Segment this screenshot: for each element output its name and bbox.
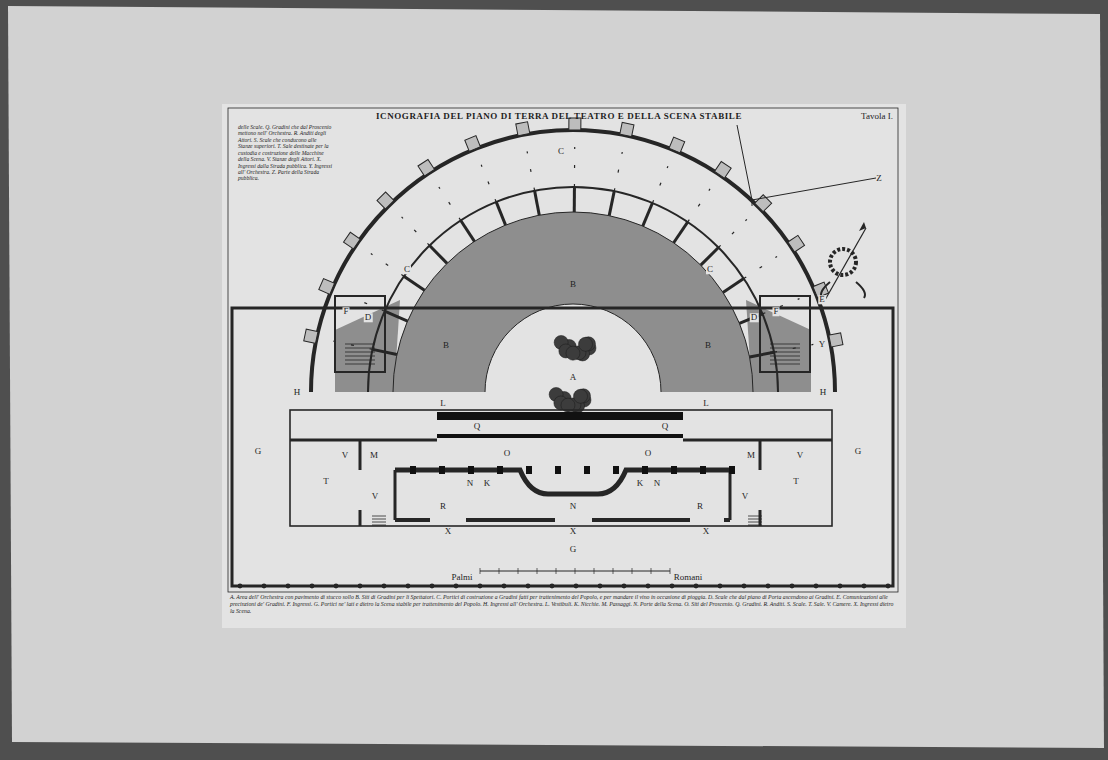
plan-letter: C	[706, 265, 714, 274]
plate-title: ICNOGRAFIA DEL PIANO DI TERRA DEL TEATRO…	[376, 112, 742, 121]
plan-letter: E	[818, 295, 826, 304]
plan-letter: L	[702, 399, 710, 408]
legend-caption: A. Area dell' Orchestra con pavimento di…	[230, 594, 898, 615]
plan-letter: H	[819, 388, 828, 397]
plan-letter: Tavola I.	[860, 112, 894, 121]
plan-letter: F	[342, 307, 349, 316]
plan-letter: Romani	[673, 573, 704, 582]
plan-letter: Y	[818, 340, 827, 349]
plan-letter: M	[746, 451, 756, 460]
plan-letter: G	[569, 545, 578, 554]
plan-letter: D	[750, 313, 759, 322]
plan-letter: T	[322, 477, 330, 486]
plan-letter: D	[364, 313, 373, 322]
paper-sheet	[8, 6, 1104, 748]
plan-letter: X	[569, 527, 578, 536]
plan-letter: N	[466, 479, 475, 488]
plan-letter: G	[254, 447, 263, 456]
plan-letter: V	[371, 492, 380, 501]
plan-letter: V	[341, 451, 350, 460]
plan-letter: Z	[875, 174, 883, 183]
plan-letter: R	[439, 502, 447, 511]
plan-letter: N	[653, 479, 662, 488]
plan-letter: A	[569, 373, 578, 382]
plan-letter: B	[442, 341, 450, 350]
plan-letter: C	[557, 147, 565, 156]
plan-letter: Palmi	[450, 573, 473, 582]
plan-letter: Q	[661, 422, 670, 431]
plate-area	[222, 104, 906, 628]
plan-letter: F	[772, 307, 779, 316]
plan-letter: O	[644, 449, 653, 458]
plan-letter: V	[741, 492, 750, 501]
plate-frame	[228, 108, 898, 592]
plan-letter: R	[696, 502, 704, 511]
plan-letter: X	[702, 527, 711, 536]
plan-letter: C	[403, 265, 411, 274]
plan-letter: B	[704, 341, 712, 350]
plan-drawing	[232, 118, 893, 588]
plan-letter: G	[854, 447, 863, 456]
plan-letter: V	[796, 451, 805, 460]
plan-letter: K	[483, 479, 492, 488]
plan-letter: K	[636, 479, 645, 488]
plan-letter: O	[503, 449, 512, 458]
plan-letter: N	[569, 502, 578, 511]
plan-letter: Q	[473, 422, 482, 431]
plan-note: delle Scale. Q. Gradini che dal Prosceni…	[238, 124, 332, 182]
plan-letter: X	[444, 527, 453, 536]
plan-letter: T	[792, 477, 800, 486]
plan-letter: L	[439, 399, 447, 408]
plan-letter: H	[293, 388, 302, 397]
plan-letter: B	[569, 280, 577, 289]
plan-letter: M	[369, 451, 379, 460]
